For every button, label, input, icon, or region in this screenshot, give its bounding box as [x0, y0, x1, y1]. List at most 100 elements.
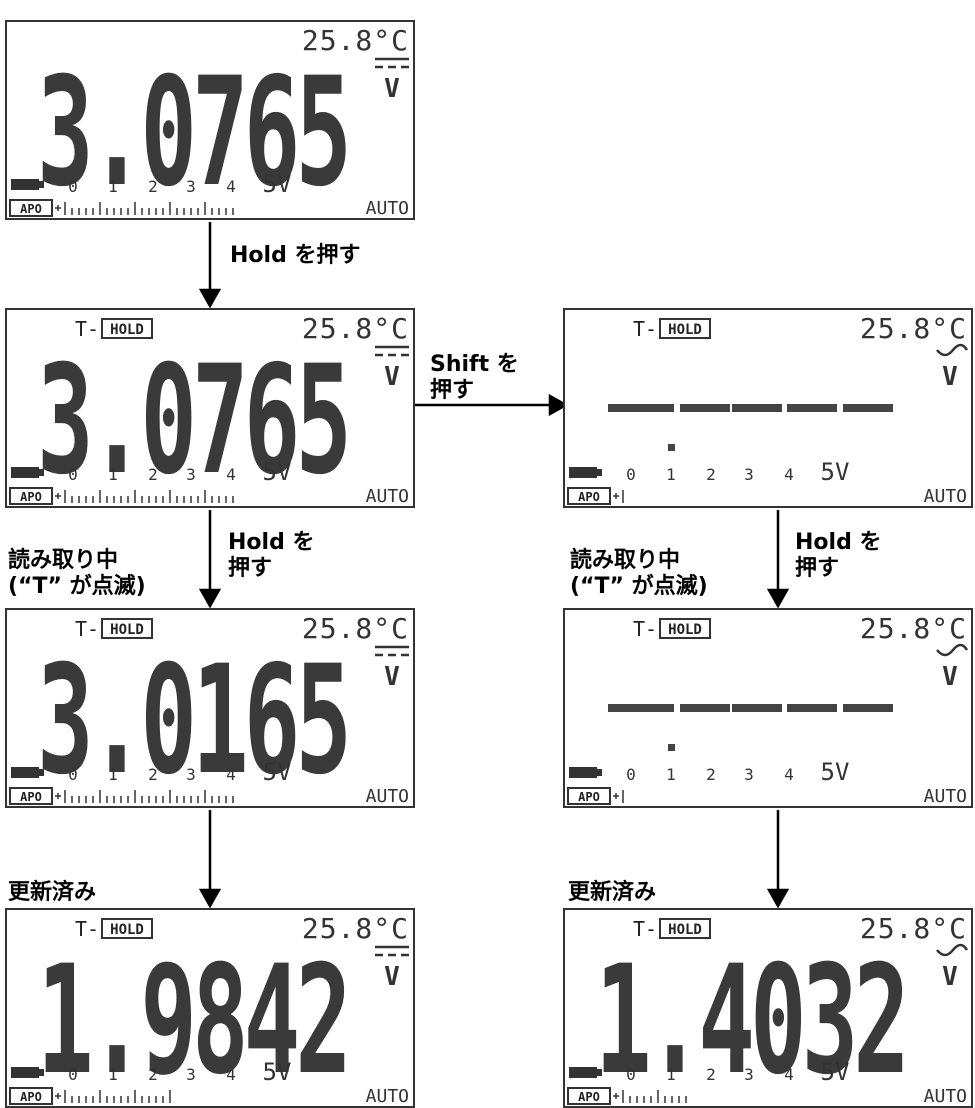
scale-label: 5V — [263, 1058, 292, 1086]
scale-label: 0 — [626, 765, 636, 784]
scale-label: 1 — [108, 465, 118, 484]
scale-label: 5V — [821, 758, 850, 786]
scale-label: 1 — [108, 177, 118, 196]
step-updated-left: 更新済み — [8, 880, 97, 905]
unit-label: V — [384, 962, 400, 992]
scale-label: 3 — [744, 465, 754, 484]
auto-indicator: AUTO — [366, 486, 409, 506]
auto-indicator: AUTO — [924, 486, 967, 506]
step-press-hold: Hold を押す — [230, 243, 361, 268]
apo-indicator: APO — [578, 790, 600, 804]
temperature-reading: 25.8°C — [860, 612, 967, 645]
overload-dashes — [608, 704, 893, 751]
t-indicator: T- — [75, 917, 99, 941]
hold-indicator: HOLD — [668, 322, 702, 338]
scale-label: 3 — [744, 765, 754, 784]
battery-icon — [11, 179, 44, 190]
temperature-reading: 25.8°C — [302, 312, 409, 345]
step-updated-right: 更新済み — [568, 880, 657, 905]
main-reading: 3.0765 — [37, 334, 347, 506]
ac-symbol-icon — [936, 643, 969, 657]
temperature-reading: 25.8°C — [302, 612, 409, 645]
t-indicator: T- — [633, 617, 657, 641]
hold-indicator: HOLD — [668, 922, 702, 938]
scale-label: 3 — [744, 1065, 754, 1084]
main-reading: 1.9842 — [37, 934, 347, 1106]
main-reading: 3.0765 — [37, 46, 347, 218]
hold-indicator: HOLD — [110, 922, 144, 938]
step-press-hold-right: Hold を 押す — [795, 530, 882, 581]
step-reading-left: 読み取り中 (“T” が点滅) — [8, 548, 146, 599]
bar-graph — [55, 202, 234, 215]
ac-symbol-icon — [936, 943, 969, 957]
scale-label: 2 — [148, 465, 158, 484]
scale-label: 0 — [68, 465, 78, 484]
scale-label: 0 — [68, 765, 78, 784]
apo-indicator: APO — [20, 490, 42, 504]
dc-symbol-icon — [375, 945, 409, 957]
scale-label: 4 — [784, 1065, 794, 1084]
step-reading-right: 読み取り中 (“T” が点滅) — [570, 548, 708, 599]
auto-indicator: AUTO — [366, 1086, 409, 1106]
step-press-hold-left: Hold を 押す — [228, 530, 315, 581]
hold-indicator: HOLD — [110, 622, 144, 638]
unit-label: V — [384, 362, 400, 392]
dc-symbol-icon — [375, 57, 409, 69]
scale-label: 4 — [784, 765, 794, 784]
scale-label: 5V — [263, 170, 292, 198]
battery-icon — [11, 1067, 44, 1078]
scale-label: 5V — [263, 758, 292, 786]
battery-icon — [569, 1067, 602, 1078]
scale-label: 2 — [706, 1065, 716, 1084]
scale-label: 3 — [186, 1065, 196, 1084]
t-indicator: T- — [633, 917, 657, 941]
scale-label: 3 — [186, 177, 196, 196]
unit-label: V — [942, 962, 958, 992]
battery-icon — [569, 767, 602, 778]
battery-icon — [11, 467, 44, 478]
battery-icon — [11, 767, 44, 778]
apo-indicator: APO — [578, 1090, 600, 1104]
unit-label: V — [942, 362, 958, 392]
scale-label: 1 — [666, 765, 676, 784]
scale-label: 2 — [148, 1065, 158, 1084]
temperature-reading: 25.8°C — [302, 912, 409, 945]
auto-indicator: AUTO — [924, 1086, 967, 1106]
scale-label: 1 — [666, 465, 676, 484]
scale-label: 0 — [68, 177, 78, 196]
temperature-reading: 25.8°C — [860, 312, 967, 345]
apo-indicator: APO — [20, 1090, 42, 1104]
scale-label: 2 — [148, 765, 158, 784]
scale-label: 5V — [821, 1058, 850, 1086]
auto-indicator: AUTO — [924, 786, 967, 806]
overload-dashes — [608, 404, 893, 451]
dc-symbol-icon — [375, 345, 409, 357]
scale-label: 4 — [226, 177, 236, 196]
scale-label: 4 — [226, 765, 236, 784]
bar-graph — [613, 790, 624, 803]
dc-symbol-icon — [375, 645, 409, 657]
hold-indicator: HOLD — [668, 622, 702, 638]
t-indicator: T- — [75, 317, 99, 341]
scale-label: 1 — [108, 1065, 118, 1084]
apo-indicator: APO — [20, 202, 42, 216]
scale-label: 4 — [226, 465, 236, 484]
temperature-reading: 25.8°C — [860, 912, 967, 945]
scale-label: 3 — [186, 465, 196, 484]
apo-indicator: APO — [20, 790, 42, 804]
bar-graph — [55, 790, 234, 803]
scale-label: 5V — [821, 458, 850, 486]
temperature-reading: 25.8°C — [302, 24, 409, 57]
auto-indicator: AUTO — [366, 786, 409, 806]
